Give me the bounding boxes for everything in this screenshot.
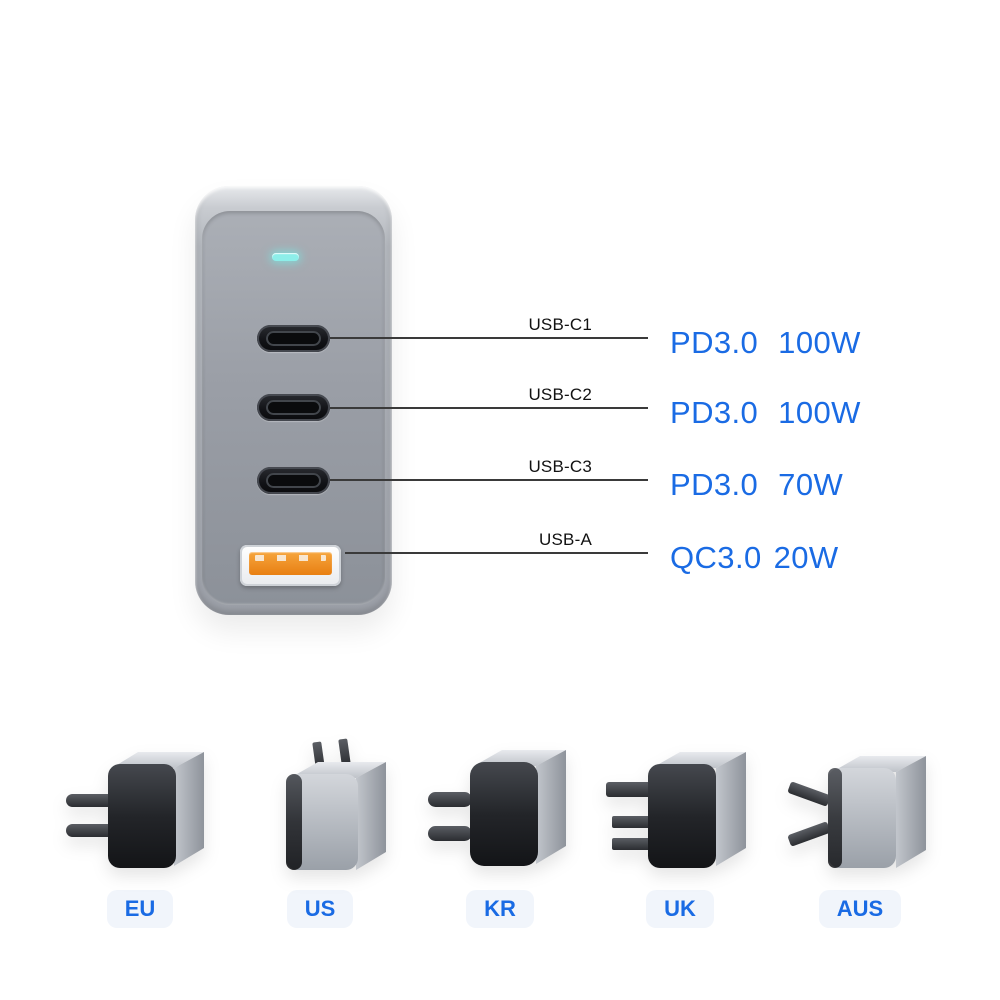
usb-c2-port bbox=[257, 394, 330, 421]
callout-line-usb-c3 bbox=[330, 479, 648, 481]
plug-label-eu: EU bbox=[106, 890, 174, 928]
usb-c1-port bbox=[257, 325, 330, 352]
port-spec-usb-c2: PD3.0 100W bbox=[670, 395, 861, 431]
eu-plug-icon bbox=[66, 752, 204, 868]
spec-protocol: QC3.0 bbox=[670, 540, 762, 575]
gan-charger-body bbox=[195, 186, 392, 615]
plug-label-us: US bbox=[286, 890, 354, 928]
spec-protocol: PD3.0 bbox=[670, 467, 759, 502]
spec-watts: 20W bbox=[773, 540, 839, 575]
plug-adapters-row: EU US KR bbox=[60, 738, 940, 928]
plug-label-kr: KR bbox=[466, 890, 534, 928]
spec-protocol: PD3.0 bbox=[670, 325, 759, 360]
callout-line-usb-c2 bbox=[330, 407, 648, 409]
plug-label-uk: UK bbox=[646, 890, 714, 928]
aus-plug-icon bbox=[788, 756, 926, 868]
port-spec-usb-a: QC3.0 20W bbox=[670, 540, 839, 576]
spec-watts: 70W bbox=[778, 467, 844, 502]
us-plug-icon bbox=[286, 738, 386, 870]
callout-line-usb-a bbox=[345, 552, 648, 554]
led-indicator bbox=[272, 253, 299, 261]
port-label-usb-a: USB-A bbox=[539, 530, 592, 549]
port-label-usb-c2: USB-C2 bbox=[528, 385, 592, 404]
port-label-usb-c3: USB-C3 bbox=[528, 457, 592, 476]
usb-c3-port bbox=[257, 467, 330, 494]
plug-eu: EU bbox=[60, 738, 220, 928]
spec-watts: 100W bbox=[778, 325, 861, 360]
plug-uk: UK bbox=[600, 738, 760, 928]
plug-kr: KR bbox=[420, 738, 580, 928]
usb-a-tongue bbox=[249, 552, 332, 575]
port-spec-usb-c1: PD3.0 100W bbox=[670, 325, 861, 361]
callout-line-usb-c1 bbox=[330, 337, 648, 339]
usb-a-contacts bbox=[255, 555, 326, 561]
port-spec-usb-c3: PD3.0 70W bbox=[670, 467, 843, 503]
plug-label-aus: AUS bbox=[818, 890, 902, 928]
spec-protocol: PD3.0 bbox=[670, 395, 759, 430]
plug-aus: AUS bbox=[780, 738, 940, 928]
uk-plug-icon bbox=[606, 752, 746, 868]
plug-us: US bbox=[240, 738, 400, 928]
spec-watts: 100W bbox=[778, 395, 861, 430]
kr-plug-icon bbox=[428, 750, 566, 866]
usb-a-port bbox=[240, 545, 341, 586]
port-label-usb-c1: USB-C1 bbox=[528, 315, 592, 334]
